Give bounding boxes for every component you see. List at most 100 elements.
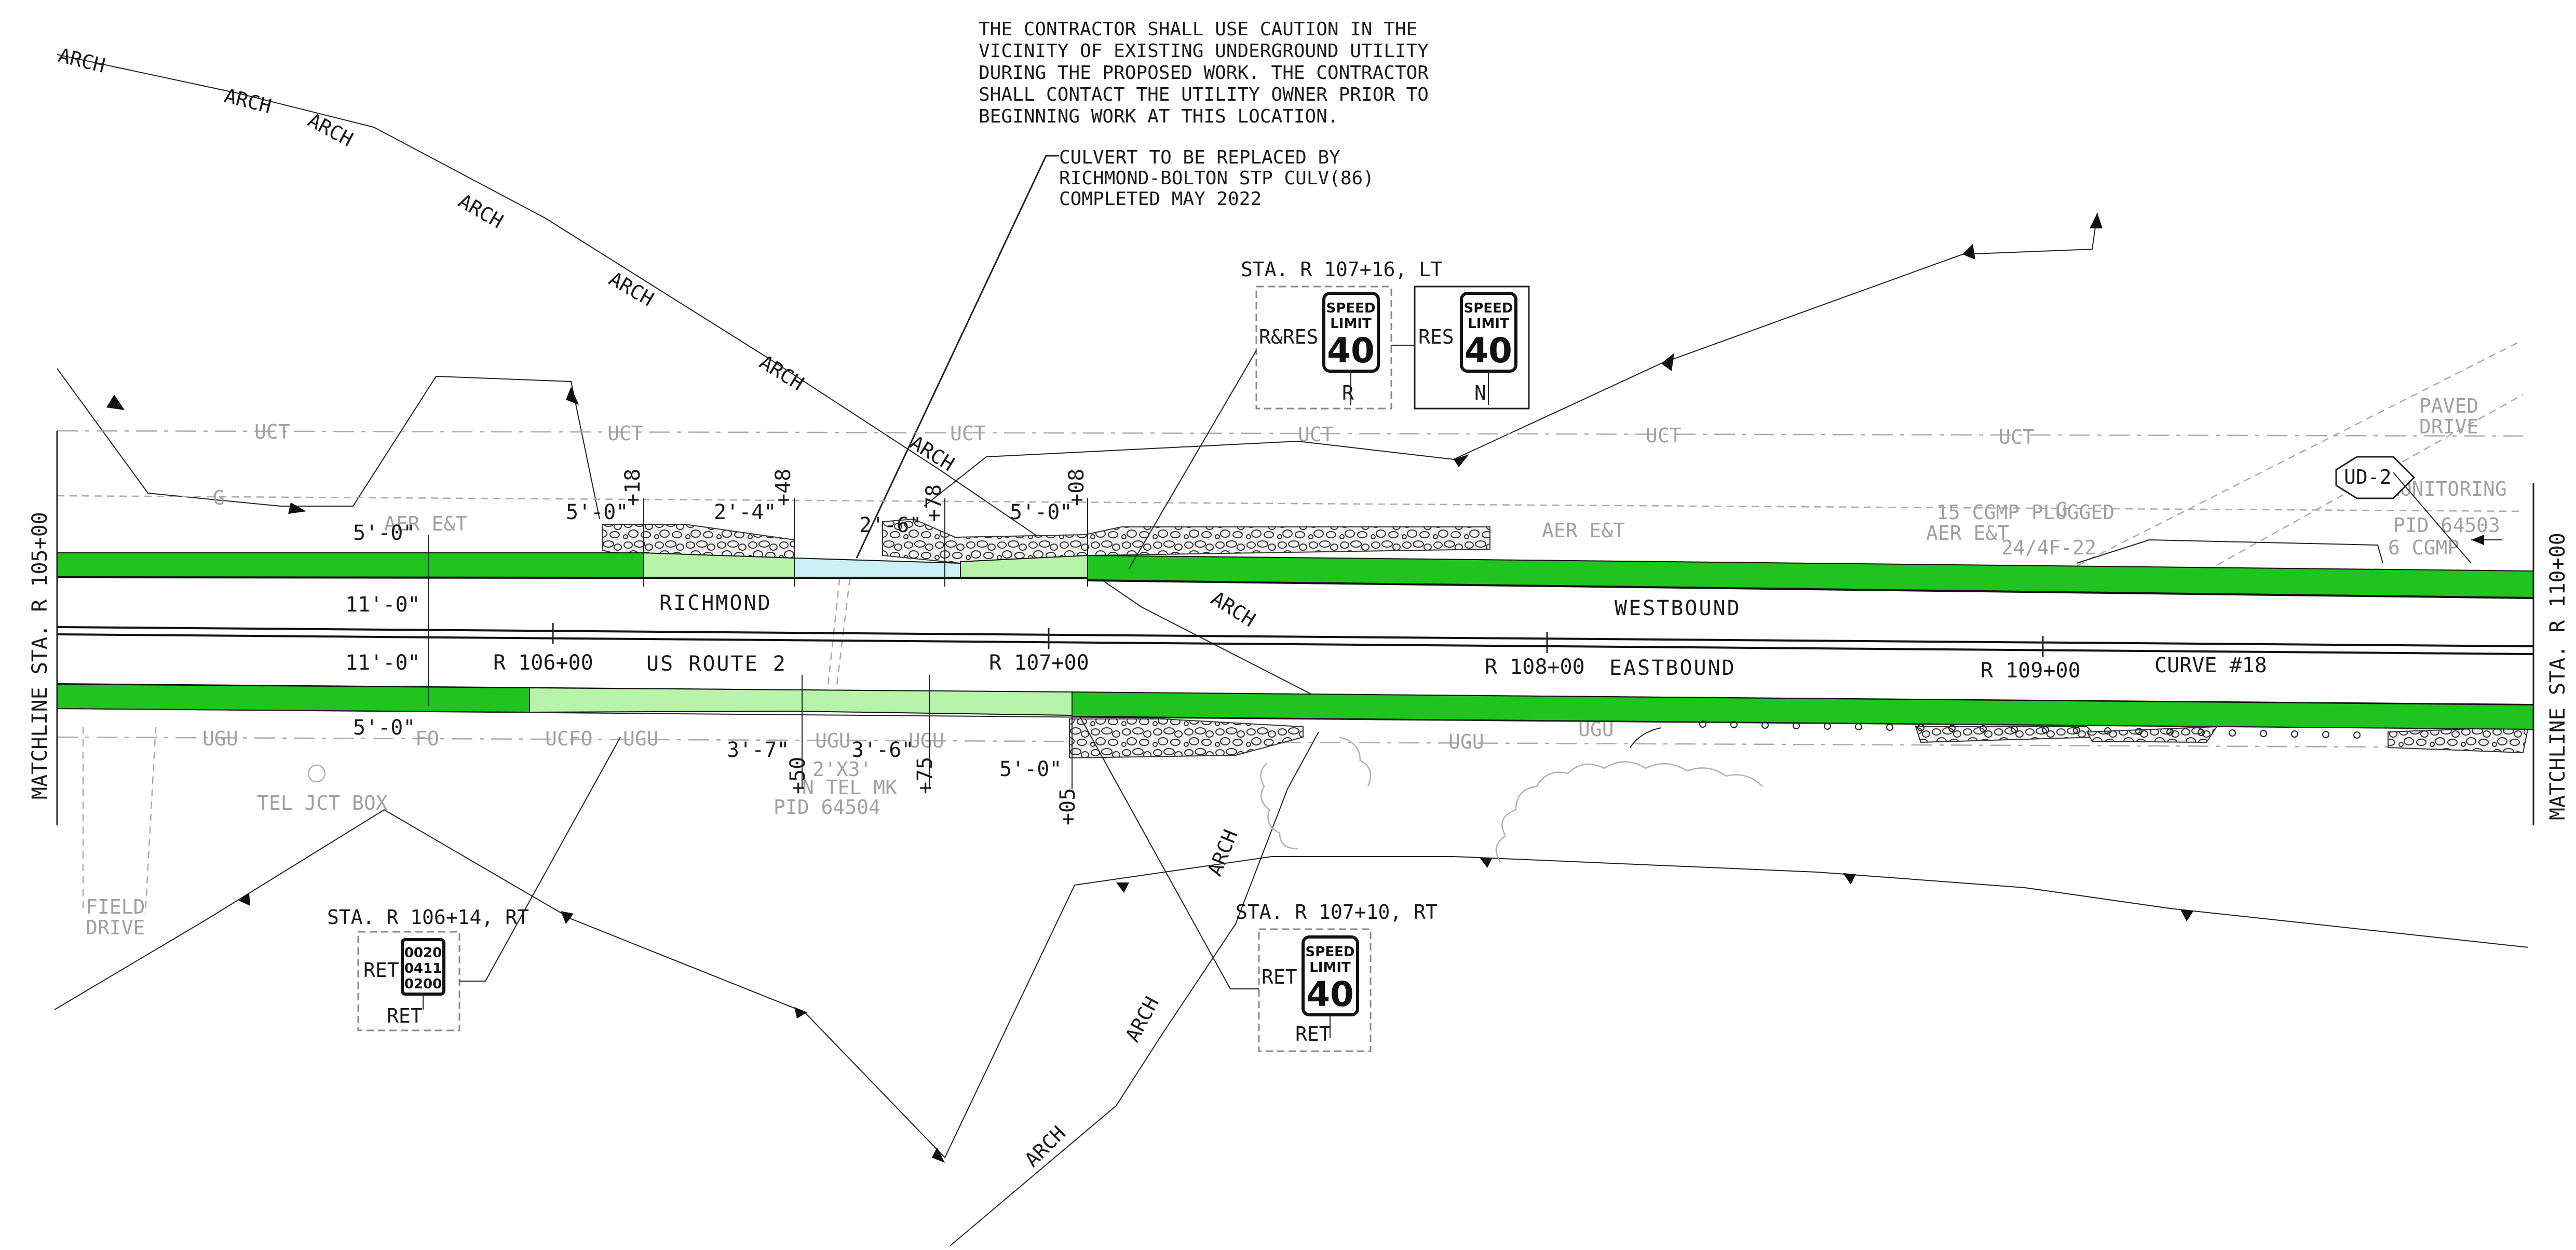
- uct-label: UCT: [254, 420, 290, 443]
- ud-marker: [2335, 456, 2416, 499]
- uct-label: UCT: [607, 422, 643, 445]
- ugu-label: UGU: [815, 729, 851, 752]
- ugu-label: UGU: [623, 727, 659, 750]
- arch-label: ARCH: [1020, 1122, 1070, 1172]
- roadway: RICHMOND WESTBOUND EASTBOUND US ROUTE 2 …: [57, 552, 2534, 748]
- offset-n1: +18: [621, 469, 645, 506]
- dim-d2: 2'-4": [714, 500, 776, 524]
- culvert-line-2: RICHMOND-BOLTON STP CULV(86): [1059, 168, 1374, 189]
- tel-mk-line-2: N TEL MK: [802, 776, 897, 799]
- north-shoulder: [57, 552, 644, 578]
- g-label: G: [2056, 498, 2068, 521]
- matchline-left: MATCHLINE STA. R 105+00: [28, 512, 52, 799]
- caution-line-4: SHALL CONTACT THE UTILITY OWNER PRIOR TO: [979, 84, 1429, 105]
- sign-1-bottom: R: [1342, 382, 1354, 404]
- cgmp-label: 15 CGMP PLUGGED: [1936, 501, 2114, 524]
- cgmp-date: 24/4F-22: [2001, 536, 2096, 559]
- caution-line-5: BEGINNING WORK AT THIS LOCATION.: [979, 106, 1339, 127]
- sign-4-code: RET: [1262, 966, 1297, 988]
- route-label: US ROUTE 2: [646, 652, 787, 676]
- offset-n3: +78: [922, 484, 946, 522]
- dim-d4: 5'-0": [1010, 500, 1072, 524]
- dim-d1: 5'-0": [566, 500, 628, 524]
- tree-line: [1260, 763, 1298, 850]
- offset-s1: +50: [786, 757, 810, 794]
- uct-label: UCT: [1298, 423, 1334, 446]
- station-label: R 107+00: [989, 651, 1089, 675]
- dim-d6: 3'-6": [851, 738, 914, 762]
- slope-lines: [54, 212, 2529, 1163]
- tree-line: [1339, 736, 1372, 787]
- offset-n4: +08: [1065, 469, 1089, 506]
- caution-note: THE CONTRACTOR SHALL USE CAUTION IN THE …: [979, 19, 1429, 127]
- arch-label: ARCH: [222, 84, 274, 118]
- ugu-label: UGU: [909, 729, 944, 752]
- ud-label: UD-2: [2344, 466, 2392, 488]
- dim-d5: 3'-7": [727, 738, 789, 762]
- tel-mk-line-1: 2'X3': [812, 758, 872, 781]
- matchline-right: MATCHLINE STA. R 110+00: [2546, 533, 2570, 820]
- sign-2-num: 40: [1465, 331, 1512, 371]
- sign-3-code: RET: [363, 959, 399, 982]
- uct-label: UCT: [1999, 426, 2035, 449]
- offset-n2: +48: [771, 469, 795, 506]
- sign-group-1: STA. R 107+16, LT R&RES SPEED LIMIT 40 R: [1129, 258, 1443, 569]
- arch-label: ARCH: [56, 44, 107, 77]
- dim-lane-wb: 11'-0": [345, 593, 421, 617]
- ucfo-label: UCFO: [545, 727, 593, 750]
- dim-d7: 5'-0": [999, 757, 1062, 781]
- sign-2-bottom: N: [1474, 382, 1486, 404]
- south-shoulder: [1072, 691, 2534, 730]
- dimensions: 5'-0" 11'-0" 11'-0" 5'-0" 5'-0" 2'-4" 2'…: [345, 469, 1089, 825]
- sign-group-3: STA. R 106+14, RT RET 0020 0411 0200 RET: [327, 737, 621, 1031]
- arch-lines: ARCH ARCH ARCH ARCH ARCH ARCH ARCH ARCH …: [56, 44, 1340, 1246]
- sign-4-bottom: RET: [1295, 1023, 1331, 1045]
- sign-1-line1: SPEED: [1326, 301, 1376, 316]
- sign-3-l1: 0020: [404, 945, 442, 961]
- sign-1-code: R&RES: [1259, 325, 1318, 348]
- arch-label: ARCH: [1203, 826, 1242, 879]
- tree-line: [1495, 761, 1763, 862]
- arch-label: ARCH: [605, 267, 658, 311]
- aer-et-label: AER E&T: [384, 512, 467, 535]
- arch-label: ARCH: [1121, 993, 1163, 1045]
- arch-label: ARCH: [1207, 587, 1259, 631]
- field-drive-line-2: DRIVE: [86, 916, 145, 939]
- fo-label: FO: [415, 727, 439, 750]
- sign-2-line1: SPEED: [1464, 301, 1513, 316]
- south-shoulder: [57, 683, 530, 713]
- cgmp-right-label: 6 CGMP: [2388, 536, 2459, 559]
- caution-line-2: VICINITY OF EXISTING UNDERGROUND UTILITY: [979, 40, 1429, 62]
- culvert-leader: [856, 155, 1059, 559]
- sign-group-2: RES SPEED LIMIT 40 N: [1391, 286, 1530, 410]
- arch-label: ARCH: [755, 350, 808, 395]
- sign-3-l2: 0411: [404, 961, 442, 976]
- sign-3-station: STA. R 106+14, RT: [327, 906, 529, 929]
- offset-s2: +75: [913, 757, 937, 794]
- station-label: R 108+00: [1485, 655, 1585, 679]
- eastbound-label: EASTBOUND: [1609, 656, 1736, 680]
- south-shoulder-light: [529, 687, 1073, 716]
- sign-2-line2: LIMIT: [1468, 316, 1509, 332]
- dim-d3: 2'-6": [859, 513, 921, 537]
- tel-mk-line-3: PID 64504: [774, 796, 880, 819]
- field-drive-line-1: FIELD: [86, 895, 145, 918]
- culvert-note: CULVERT TO BE REPLACED BY RICHMOND-BOLTO…: [856, 147, 1374, 559]
- tel-jct-label: TEL JCT BOX: [257, 792, 388, 814]
- station-label: R 106+00: [493, 651, 593, 675]
- sign-4-station: STA. R 107+10, RT: [1236, 901, 1438, 923]
- sign-2-code: RES: [1418, 325, 1454, 348]
- sign-3-bottom: RET: [387, 1004, 423, 1027]
- aer-et-label: AER E&T: [1542, 519, 1625, 542]
- caution-line-3: DURING THE PROPOSED WORK. THE CONTRACTOR: [979, 62, 1429, 84]
- offset-s3: +05: [1056, 788, 1080, 825]
- caution-line-1: THE CONTRACTOR SHALL USE CAUTION IN THE: [979, 19, 1417, 40]
- g-label: G: [213, 486, 225, 509]
- ugu-label: UGU: [202, 727, 238, 750]
- uct-label: UCT: [950, 422, 986, 445]
- aer-et-label-2: AER E&T: [1926, 522, 2009, 545]
- pid-right-label: PID 64503: [2393, 514, 2500, 537]
- station-label: R 109+00: [1981, 659, 2081, 683]
- arch-label: ARCH: [455, 189, 507, 233]
